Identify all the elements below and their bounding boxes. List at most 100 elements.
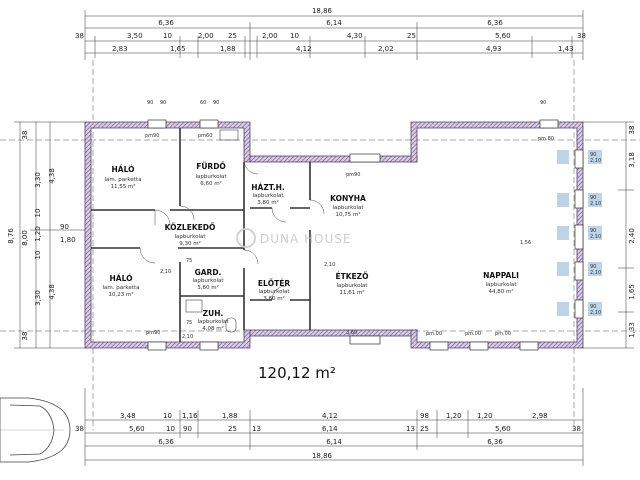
bottom-dim-r1: 1,16 (182, 412, 198, 420)
room-name: ZUH. (203, 309, 224, 318)
room-area: 11,55 m² (110, 183, 135, 190)
bottom-dim-r1: 4,12 (322, 412, 338, 420)
room-name: HÁLÓ (110, 274, 133, 283)
bottom-dim-r1: 3,48 (120, 412, 136, 420)
watermark-text: DUNA HOUSE (260, 232, 351, 246)
bottom-dim-r2: 5,60 (495, 425, 511, 433)
left-dim: 8,76 (7, 228, 15, 244)
room-zuhanyzo: ZUH. lapburkolat 4,08 m² (197, 309, 229, 332)
room-eloter: ELŐTÉR lapburkolat 3,80 m² (258, 279, 291, 302)
top-dim-r4: 1,88 (220, 45, 236, 53)
room-floor: lapburkolat (485, 282, 517, 288)
left-dim: 90 (60, 223, 69, 231)
top-dim-r3: 10 (290, 32, 299, 40)
top-dim-r3: 25 (407, 32, 416, 40)
window-tag-label: 90 (590, 264, 596, 270)
windows (147, 119, 584, 351)
right-dim: 2,40 (628, 228, 636, 244)
top-dim-left: 6,36 (158, 19, 174, 27)
room-name: HÁZT.H. (251, 183, 285, 192)
top-dim-mid: 6,14 (326, 19, 342, 27)
bottom-dim-r1: 1,20 (477, 412, 493, 420)
room-halo-2: HÁLÓ lam. parketta 10,23 m² (103, 274, 140, 298)
left-dim: 3,30 (34, 290, 42, 306)
room-floor: lam. parketta (105, 177, 142, 183)
room-name: ELŐTÉR (258, 279, 291, 288)
left-dim: 1,80 (60, 236, 76, 244)
bottom-dim-r2: 38 (572, 425, 581, 433)
opening-label: pm.00 (495, 331, 511, 337)
right-dim: 3,18 (628, 152, 636, 168)
window-tag-label: 90 (590, 228, 596, 234)
top-dim-r4: 4,93 (486, 45, 502, 53)
room-area: 4,08 m² (202, 325, 224, 332)
top-dimensions (84, 10, 584, 60)
left-dim: 38 (21, 332, 29, 341)
left-dim: 4,38 (48, 284, 56, 300)
room-floor: lapburkolat (174, 234, 206, 240)
top-dim-r3: 38 (75, 32, 84, 40)
bottom-dim-r2: 13 (252, 425, 261, 433)
opening-label: pm90 (145, 133, 159, 139)
watermark: DUNA HOUSE (236, 228, 351, 248)
opening-label: 75 (186, 320, 192, 326)
right-dimensions (582, 121, 634, 349)
opening-label: pm.00 (465, 331, 481, 337)
room-area: 10,75 m² (335, 211, 360, 218)
bottom-dimensions (84, 388, 584, 466)
room-area: 3,80 m² (257, 199, 279, 206)
exterior-walls (84, 121, 584, 349)
opening-label: pm60 (198, 133, 212, 139)
room-nappali: NAPPALI lapburkolat 44,80 m² (483, 271, 519, 295)
top-dim-r3: 2,00 (198, 32, 214, 40)
top-dim-r3: 5,60 (495, 32, 511, 40)
opening-label: 3,60 (346, 330, 357, 336)
room-gardrob: GARD. lapburkolat 3,60 m² (192, 268, 224, 291)
top-dim-r3: 3,50 (127, 32, 143, 40)
bottom-dim-r2: 38 (75, 425, 84, 433)
right-dim: 38 (628, 126, 636, 135)
top-dim-r3: 25 (228, 32, 237, 40)
room-floor: lapburkolat (336, 283, 368, 289)
opening-label: pm90 (146, 330, 160, 336)
top-dim-r4: 1,43 (558, 45, 574, 53)
window-tag-label: 2,10 (590, 234, 601, 240)
top-dim-r3: 38 (577, 32, 586, 40)
opening-label: 90 (147, 100, 153, 106)
room-area: 6,60 m² (200, 180, 222, 187)
bottom-dim-r1: 1,88 (222, 412, 238, 420)
room-name: GARD. (195, 268, 222, 277)
bottom-dim-r1: 1,20 (446, 412, 462, 420)
top-dim-r3: 10 (163, 32, 172, 40)
car-icon (0, 397, 71, 463)
opening-label: 2,10 (324, 262, 335, 268)
room-name: KONYHA (330, 194, 366, 203)
opening-label: pm.00 (426, 331, 442, 337)
bottom-dim-r3: 6,14 (326, 438, 342, 446)
left-dim: 10 (34, 209, 42, 218)
window-tag-label: 90 (590, 152, 596, 158)
window-tag-label: 2,10 (590, 310, 601, 316)
opening-label: 90 (540, 100, 546, 106)
window-tag-label: 90 (590, 195, 596, 201)
bottom-dim-r2: 6,14 (322, 425, 338, 433)
door-swings (139, 159, 325, 301)
top-dim-r3: 2,00 (262, 32, 278, 40)
room-area: 44,80 m² (488, 288, 513, 295)
left-dim: 8,00 (21, 230, 29, 246)
bottom-dim-r2: 25 (420, 425, 429, 433)
top-dim-r4: 4,12 (296, 45, 312, 53)
room-name: KÖZLEKEDŐ (165, 223, 216, 232)
bottom-dim-r2: 10 (166, 425, 175, 433)
left-dim: 10 (34, 251, 42, 260)
room-kozlekedo: KÖZLEKEDŐ lapburkolat 9,30 m² (165, 223, 216, 247)
top-dim-r4: 2,83 (112, 45, 128, 53)
top-dim-r4: 2,02 (378, 45, 394, 53)
opening-label: pm90 (346, 172, 360, 178)
bottom-dim-r2: 25 (228, 425, 237, 433)
window-tag-label: 90 (590, 304, 596, 310)
room-floor: lam. parketta (103, 285, 140, 291)
bathroom-fixtures (185, 129, 239, 333)
opening-label: 90 (160, 100, 166, 106)
